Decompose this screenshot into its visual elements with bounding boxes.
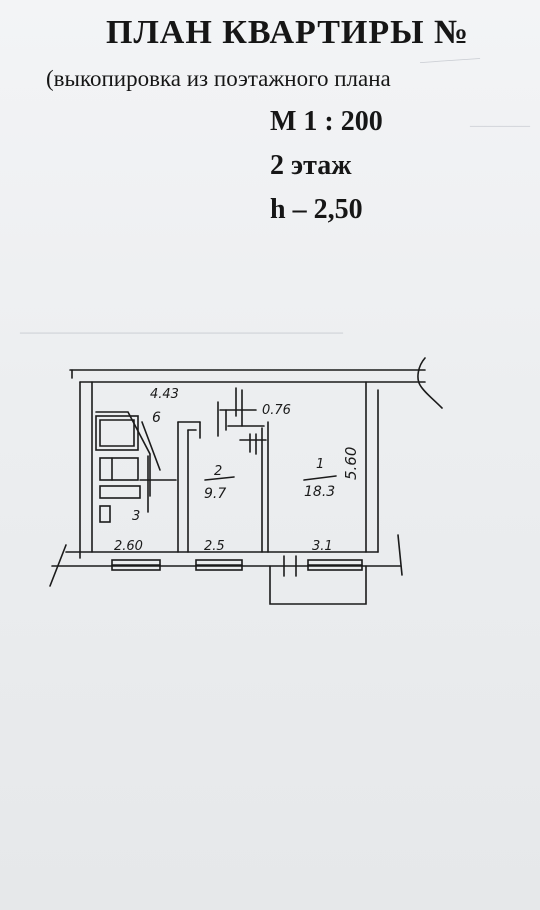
room-3-number: 3	[132, 509, 140, 524]
dimension-bottom-right: 3.1	[312, 539, 333, 554]
bleed-through-text: ———————————————————	[20, 322, 343, 341]
bleed-through-text: ————	[470, 118, 530, 134]
dimension-room-1-depth: 5.60	[342, 447, 360, 480]
bathtub-icon	[95, 415, 139, 451]
room-2-walls	[177, 421, 269, 553]
window-2	[195, 559, 243, 571]
ceiling-height-label: h – 2,50	[270, 194, 363, 225]
left-wall	[71, 369, 93, 559]
room-2-area: 9.7	[204, 486, 226, 502]
room-6-number: 6	[152, 410, 161, 426]
room-1-area: 18.3	[304, 484, 335, 500]
balcony	[269, 565, 367, 605]
dimension-bottom-left: 2.60	[114, 539, 143, 554]
document-subtitle: (выкопировка из поэтажного плана	[46, 66, 391, 91]
scale-label: М 1 : 200	[270, 106, 383, 137]
dimension-bottom-mid: 2.5	[204, 539, 225, 554]
top-wall	[69, 357, 443, 409]
floor-label: 2 этаж	[270, 150, 352, 181]
room-2-number: 2	[214, 464, 222, 479]
document-title: ПЛАН КВАРТИРЫ №	[106, 14, 470, 51]
floor-plan: 4.43 6 0.76 2 9.7 1 18.3 5.60 3 2.60 2.5…	[49, 357, 443, 605]
dimension-top-mid: 0.76	[262, 403, 291, 418]
room-1-number: 1	[316, 457, 324, 472]
window-1	[111, 559, 161, 571]
sink-icon	[99, 457, 139, 481]
dimension-top-left: 4.43	[150, 387, 179, 402]
bleed-through-text: ————	[419, 49, 481, 71]
bottom-wall	[49, 534, 403, 587]
window-3	[307, 559, 363, 571]
right-wall	[365, 381, 379, 553]
stove-icon	[99, 485, 141, 523]
